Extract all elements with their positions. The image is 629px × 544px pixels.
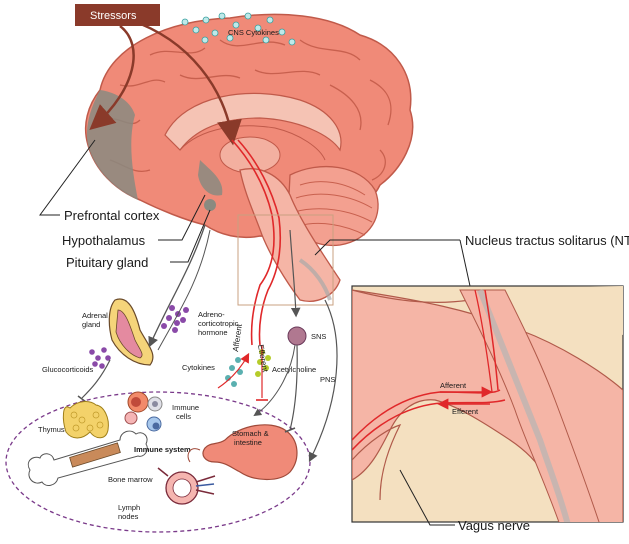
stressors-box <box>75 4 160 26</box>
nts-leader <box>314 239 460 256</box>
stressors-arrow-hypothalamus <box>129 18 242 146</box>
stressors-arrow-prefrontal <box>89 25 135 130</box>
inset-panel: Afferent Efferent <box>351 285 624 523</box>
nts-label: Nucleus tractus solitarus (NTS) <box>465 233 629 248</box>
adrenal-gland <box>108 298 154 366</box>
prefrontal-cortex-label: Prefrontal cortex <box>64 208 160 223</box>
immune-cells <box>124 391 163 432</box>
acth-label-2: corticotropic <box>198 319 239 328</box>
cns-cytokines-label: CNS Cytokines <box>228 28 279 37</box>
left-labels: Prefrontal cortex Hypothalamus Pituitary… <box>39 139 211 270</box>
immune-system-label: Immune system <box>134 445 191 454</box>
adrenal-label-2: gland <box>82 320 100 329</box>
pituitary-region <box>204 199 216 211</box>
pns-label: PNS <box>320 375 335 384</box>
efferent-nerve <box>237 139 282 346</box>
immune-cells-label-1: Immune <box>172 403 199 412</box>
sns-label: SNS <box>311 332 326 341</box>
stomach-label-1: Stomach & <box>232 429 269 438</box>
pituitary-gland-label: Pituitary gland <box>66 255 148 270</box>
pituitary-to-adrenal-arrow <box>148 224 206 348</box>
cytokines-label: Cytokines <box>182 363 215 372</box>
acetylcholine-label: Acetylcholine <box>272 365 316 374</box>
immune-cells-label-2: cells <box>176 412 191 421</box>
afferent-label: Afferent <box>231 323 244 353</box>
stressors-label: Stressors <box>90 10 137 22</box>
pns-arrow <box>308 299 338 463</box>
vagus-leader <box>399 469 455 526</box>
cns-cytokine-dots <box>181 12 296 46</box>
bone-marrow-label: Bone marrow <box>108 475 153 484</box>
cytokine-molecules <box>225 357 243 387</box>
thymus <box>62 401 109 439</box>
inset-efferent-label: Efferent <box>452 407 479 416</box>
stomach-label-2: intestine <box>234 438 262 447</box>
glucocorticoid-molecules <box>89 347 111 369</box>
stomach <box>187 424 298 481</box>
adrenal-label-1: Adrenal <box>82 311 108 320</box>
lymph-label-2: nodes <box>118 512 139 521</box>
sns-node <box>287 326 307 346</box>
hypothalamus-region <box>198 160 223 196</box>
hypothalamus-label: Hypothalamus <box>62 233 146 248</box>
acth-molecules <box>161 305 189 333</box>
thymus-label: Thymus <box>38 425 65 434</box>
acth-label-3: hormone <box>198 328 228 337</box>
inset-source-box <box>237 214 334 306</box>
afferent-nerve <box>231 139 275 346</box>
bone <box>27 430 148 486</box>
lymph-node <box>157 467 216 505</box>
brain-to-sns-arrow <box>289 229 301 318</box>
vagus-nerve-label: Vagus nerve <box>458 518 530 533</box>
glucocorticoid-arrow <box>81 359 111 399</box>
glucocorticoids-label: Glucocorticoids <box>42 365 94 374</box>
efferent-label: Efferent <box>256 344 270 374</box>
cytokine-afferent-arrow <box>217 352 250 389</box>
acth-label-1: Adreno- <box>198 310 225 319</box>
sns-line <box>289 344 298 431</box>
lymph-label-1: Lymph <box>118 503 140 512</box>
inset-afferent-label: Afferent <box>440 381 467 390</box>
